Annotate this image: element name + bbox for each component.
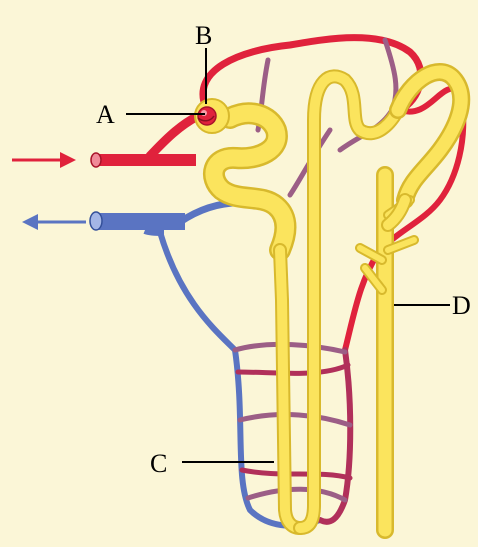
label-d: D bbox=[452, 291, 471, 320]
label-b: B bbox=[195, 21, 212, 50]
label-a: A bbox=[96, 100, 115, 129]
label-c: C bbox=[150, 449, 167, 478]
renal-corpuscle bbox=[195, 99, 229, 133]
renal-vein-branch bbox=[90, 212, 185, 232]
